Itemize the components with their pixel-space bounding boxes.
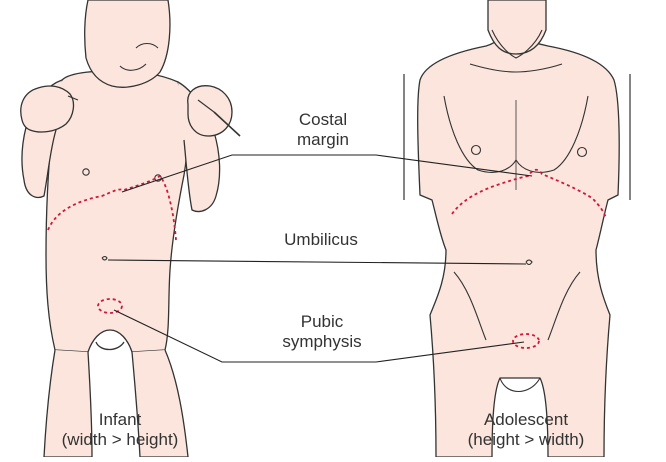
label-pubic-symphysis-line1: Pubic [262,312,382,332]
caption-infant-title: Infant [30,410,210,430]
infant-figure [21,0,232,457]
adolescent-figure [418,0,620,457]
infant-right-fist [188,86,232,136]
label-costal-margin-line1: Costal [268,110,378,130]
caption-infant: Infant (width > height) [30,410,210,450]
label-costal-margin: Costal margin [268,110,378,150]
label-costal-margin-line2: margin [268,130,378,150]
label-umbilicus: Umbilicus [256,230,386,250]
label-pubic-symphysis-line2: symphysis [262,332,382,352]
caption-adolescent: Adolescent (height > width) [426,410,626,450]
caption-adolescent-ratio: (height > width) [426,430,626,450]
caption-adolescent-title: Adolescent [426,410,626,430]
caption-infant-ratio: (width > height) [30,430,210,450]
label-pubic-symphysis: Pubic symphysis [262,312,382,352]
infant-genitalia [96,342,124,350]
infant-head [85,0,170,87]
label-umbilicus-line1: Umbilicus [256,230,386,250]
infant-left-fist [21,86,74,132]
